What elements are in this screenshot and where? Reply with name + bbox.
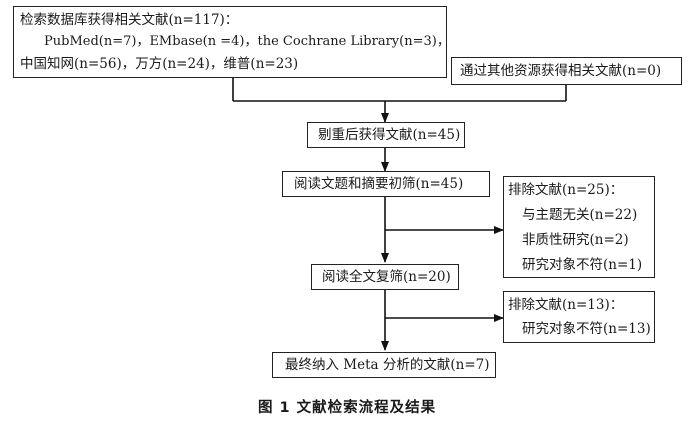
screen-label: 阅读文题和摘要初筛(n=45) <box>294 176 464 192</box>
exclusion-box-1: 排除文献(n=25)： 与主题无关(n=22) 非质性研究(n=2) 研究对象不… <box>503 176 655 278</box>
exclusion-2-reason-1: 研究对象不符(n=13) <box>522 321 651 337</box>
other-sources-box: 通过其他资源获得相关文献(n=0) <box>451 57 682 85</box>
other-sources-label: 通过其他资源获得相关文献(n=0) <box>460 63 662 79</box>
full-text-label: 阅读全文复筛(n=20) <box>322 269 451 285</box>
dedup-box: 剔重后获得文献(n=45) <box>307 122 465 148</box>
search-box-line-1: 检索数据库获得相关文献(n=117)： <box>20 12 239 28</box>
exclusion-1-reason-2: 非质性研究(n=2) <box>522 232 629 248</box>
full-text-screen-box: 阅读全文复筛(n=20) <box>311 264 459 290</box>
search-databases-box: 检索数据库获得相关文献(n=117)： PubMed(n=7)，EMbase(n… <box>13 6 450 78</box>
figure-caption: 图 1 文献检索流程及结果 <box>258 400 437 416</box>
title-abstract-screen-box: 阅读文题和摘要初筛(n=45) <box>282 171 490 197</box>
dedup-label: 剔重后获得文献(n=45) <box>318 127 461 143</box>
search-box-line-3: 中国知网(n=56)，万方(n=24)，维普(n=23) <box>20 56 299 72</box>
exclusion-1-reason-3: 研究对象不符(n=1) <box>522 257 643 273</box>
exclusion-1-reason-1: 与主题无关(n=22) <box>522 207 638 223</box>
search-box-line-2: PubMed(n=7)，EMbase(n =4)，the Cochrane Li… <box>44 34 450 49</box>
exclusion-box-2: 排除文献(n=13)： 研究对象不符(n=13) <box>503 291 655 343</box>
exclusion-1-title: 排除文献(n=25)： <box>508 182 624 198</box>
final-label: 最终纳入 Meta 分析的文献(n=7) <box>285 357 490 373</box>
exclusion-2-title: 排除文献(n=13)： <box>508 297 624 313</box>
final-included-box: 最终纳入 Meta 分析的文献(n=7) <box>272 352 496 378</box>
